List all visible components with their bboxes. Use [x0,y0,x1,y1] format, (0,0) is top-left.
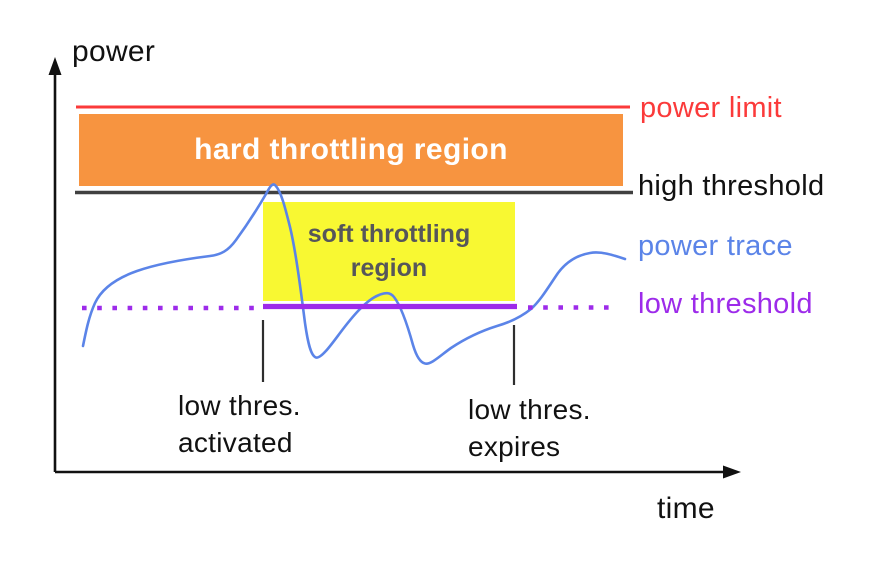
soft-throttling-region-label: soft throttling region [307,219,471,282]
power-limit-label: power limit [640,92,782,124]
low-threshold-expires-annotation: low thres. expires [468,394,591,462]
y-axis-arrowhead-icon [48,57,62,75]
power-trace-label: power trace [638,230,793,262]
low-threshold-label: low threshold [638,288,813,320]
low-threshold-activated-annotation: low thres. activated [178,390,301,458]
x-axis-arrowhead-icon [723,465,741,479]
soft-throttling-region: soft throttling region [263,202,515,301]
hard-throttling-region: hard throttling region [79,114,623,186]
y-axis-label: power [72,35,156,68]
hard-throttling-region-label: hard throttling region [194,133,508,166]
high-threshold-label: high threshold [638,170,825,202]
x-axis-label: time [657,492,715,525]
